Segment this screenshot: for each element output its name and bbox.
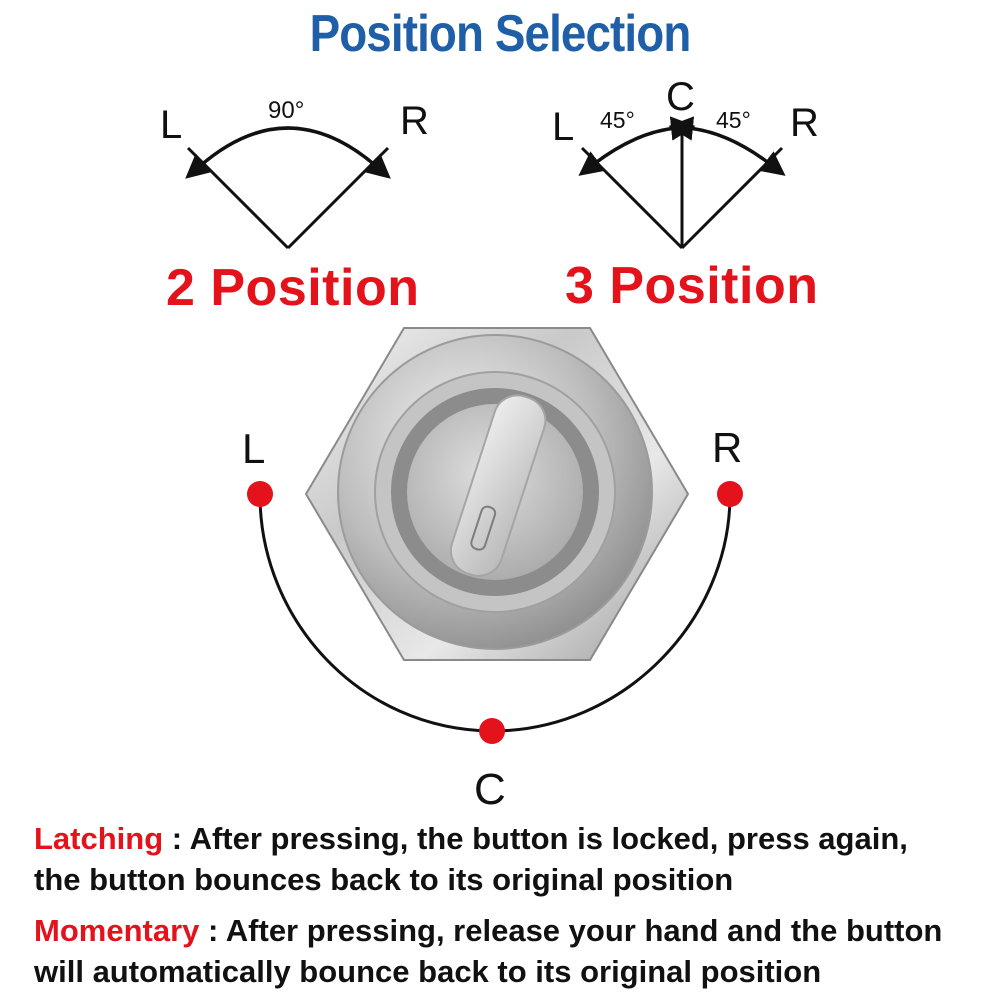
switch-illustration: L R C [242, 327, 743, 814]
momentary-text-line2: will automatically bounce back to its or… [34, 954, 822, 989]
center-position-marker [479, 718, 505, 744]
latching-description: Latching : After pressing, the button is… [34, 818, 984, 900]
latching-text-line1: After pressing, the button is locked, pr… [189, 821, 908, 856]
momentary-description: Momentary : After pressing, release your… [34, 910, 984, 992]
rotation-arc [185, 126, 391, 179]
right-rotation-arc [668, 116, 786, 176]
left-position-label: L [242, 425, 265, 472]
page-title: Position Selection [309, 5, 692, 63]
right-angle-label: 45° [716, 107, 751, 133]
right-position-label: R [400, 99, 429, 143]
momentary-text-line1: After pressing, release your hand and th… [225, 913, 943, 948]
three-position-diagram: L C R 45° 45° [552, 75, 819, 250]
momentary-mode-name: Momentary [34, 913, 200, 948]
angle-label: 90° [268, 97, 304, 124]
knob-indicator [470, 505, 497, 551]
right-position-marker [717, 481, 743, 507]
two-position-diagram: L R 90° [160, 97, 429, 250]
left-position-label: L [160, 103, 182, 147]
center-position-label: C [474, 765, 506, 814]
rotary-knob [449, 394, 547, 577]
left-rotation-arc [578, 116, 696, 176]
two-position-label: 2 Position [166, 259, 420, 317]
latching-text-line2: the button bounces back to its original … [34, 862, 734, 897]
right-position-label: R [712, 424, 742, 471]
left-angle-label: 45° [600, 107, 635, 133]
switch-photo [304, 327, 690, 661]
left-position-label: L [552, 105, 574, 149]
right-position-label: R [790, 101, 819, 145]
three-position-label: 3 Position [565, 257, 819, 315]
center-position-label: C [666, 75, 695, 119]
left-position-marker [247, 481, 273, 507]
latching-mode-name: Latching [34, 821, 164, 856]
